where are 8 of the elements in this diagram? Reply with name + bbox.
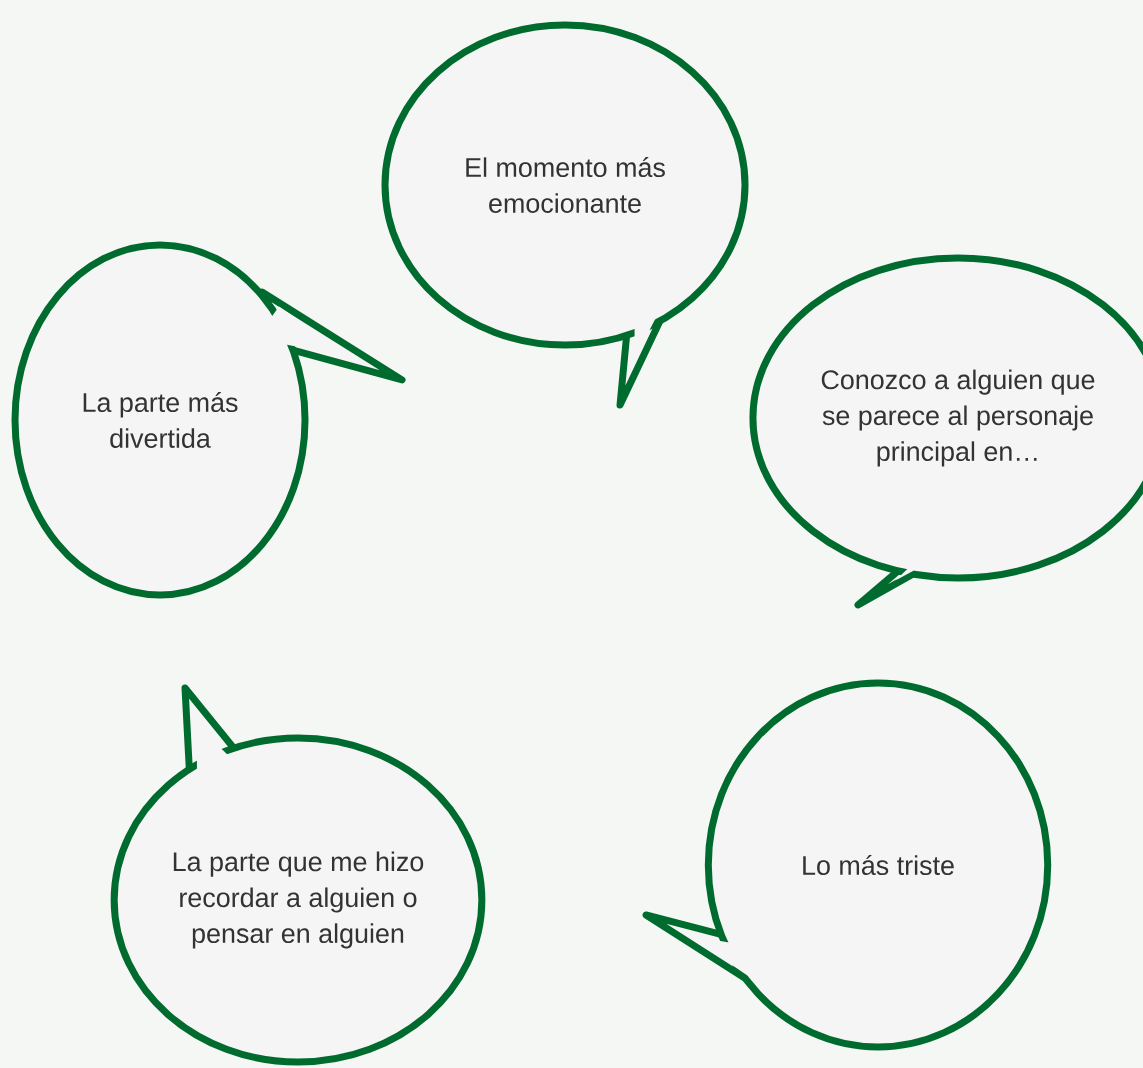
speech-bubble: Conozco a alguien que se parece al personaje principal en… — [749, 254, 1143, 609]
node-label: La parte que me hizo recordar a alguien o pensar en alguien — [173, 851, 424, 949]
speech-bubble: El momento más emocionante — [381, 21, 749, 409]
speech-bubble: La parte que me hizo recordar a alguien o pensar en alguien — [110, 684, 486, 1066]
node-label: Lo más triste — [803, 854, 954, 876]
speech-bubble: Lo más triste — [642, 679, 1052, 1051]
speech-bubble: La parte más divertida — [11, 241, 406, 599]
node-label: Conozco a alguien que se parece al personaje principal en… — [821, 369, 1095, 467]
